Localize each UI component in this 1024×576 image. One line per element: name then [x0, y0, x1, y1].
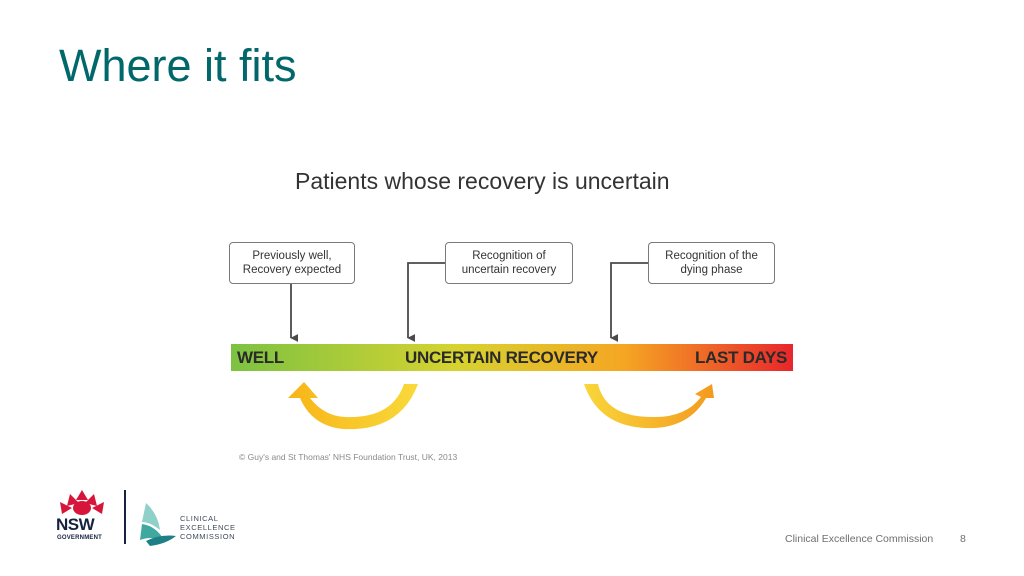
diagram-title: Patients whose recovery is uncertain [295, 168, 670, 194]
cec-logo-icon [140, 503, 176, 546]
slide-title: Where it fits [59, 40, 297, 91]
curve-arrow-back-to-well [288, 382, 418, 430]
arrow-dying-phase [610, 262, 648, 342]
page-number: 8 [960, 533, 966, 545]
cec-logo-text-line-1: CLINICAL [180, 514, 219, 523]
nsw-logo-subtext: GOVERNMENT [57, 535, 103, 541]
curve-arrow-to-last-days [584, 384, 714, 429]
stage-gradient-bar [231, 344, 793, 371]
logo-divider [124, 490, 126, 544]
copyright-notice: © Guy's and St Thomas' NHS Foundation Tr… [239, 452, 458, 462]
box-recognition-uncertain-recovery: Recognition of uncertain recovery [445, 242, 573, 284]
box-previously-well: Previously well, Recovery expected [229, 242, 355, 284]
bar-label-last-days: LAST DAYS [695, 348, 788, 367]
arrow-uncertain-recovery [407, 262, 445, 342]
nsw-logo-text: NSW [56, 515, 95, 534]
box-recognition-dying-phase: Recognition of the dying phase [648, 242, 775, 284]
cec-logo-text-line-3: COMMISSION [180, 532, 236, 541]
footer-organisation: Clinical Excellence Commission [785, 533, 934, 545]
nsw-waratah-icon [60, 490, 104, 515]
bar-label-uncertain-recovery: UNCERTAIN RECOVERY [405, 348, 598, 367]
cec-logo-text-line-2: EXCELLENCE [180, 523, 236, 532]
bar-label-well: WELL [237, 348, 284, 367]
